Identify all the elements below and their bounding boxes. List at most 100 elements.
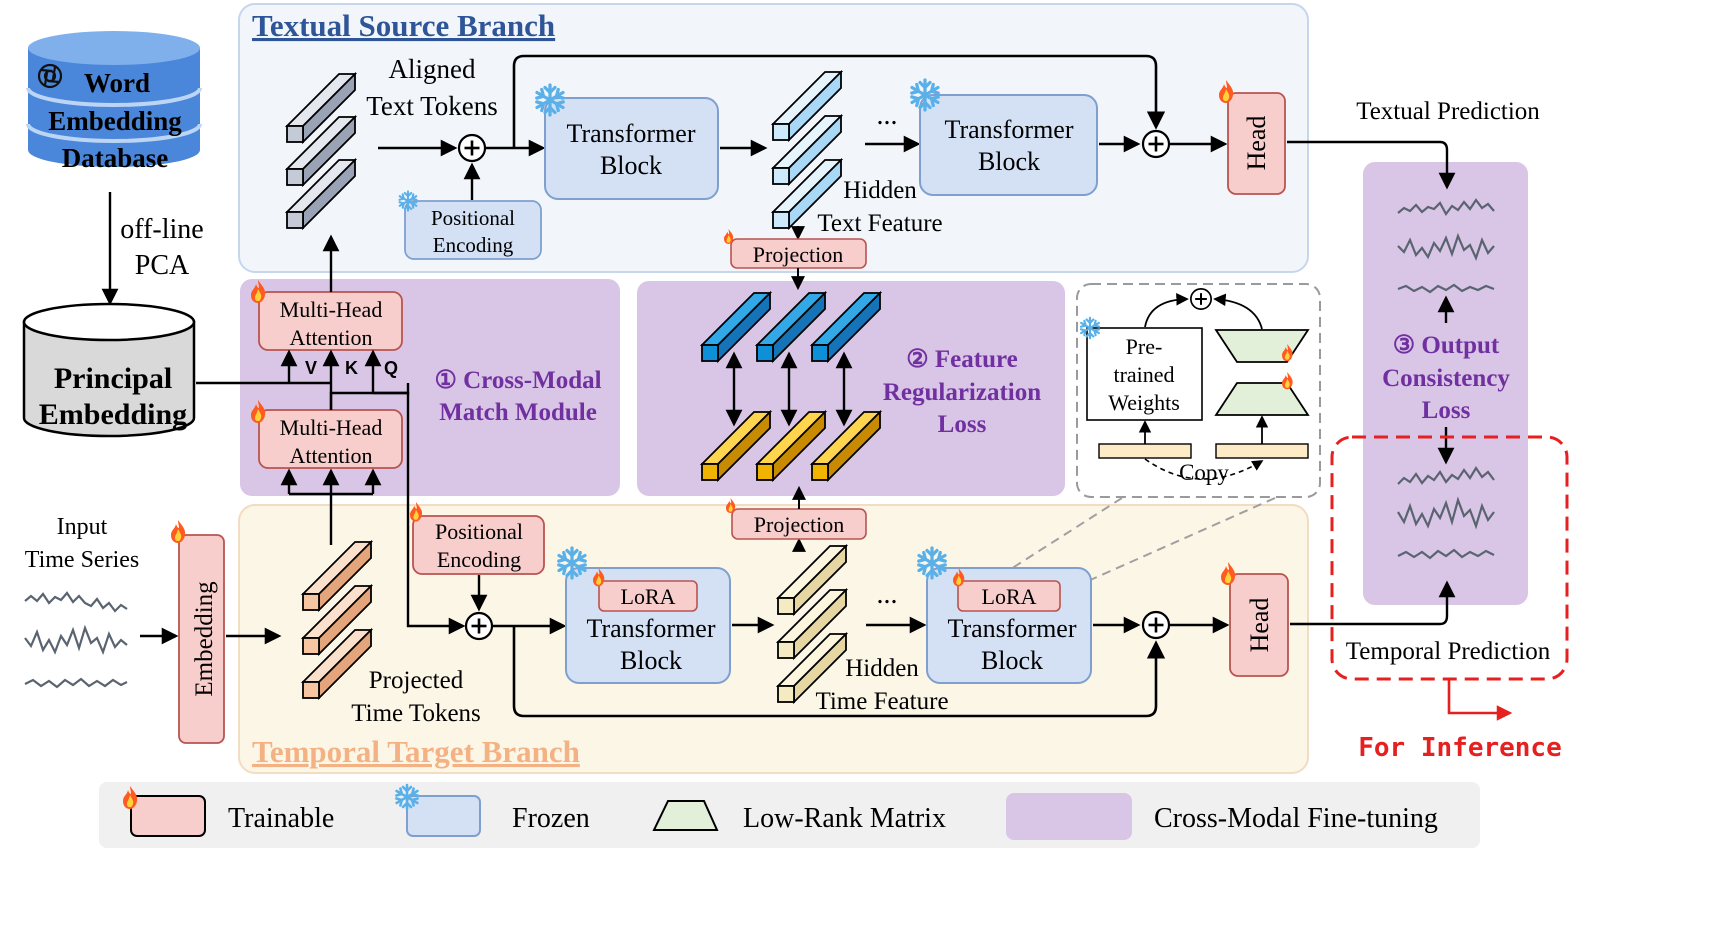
series-line <box>24 677 128 689</box>
temporal-prediction-series <box>1397 465 1495 560</box>
mha-bottom-line2: Attention <box>289 443 372 468</box>
time-residual-skip <box>512 626 1166 718</box>
lora-badge-1-label: LoRA <box>621 584 676 609</box>
legend-low-rank-label: Low-Rank Matrix <box>743 803 946 834</box>
token-bar <box>284 71 358 145</box>
lora-badge-1 <box>598 580 698 612</box>
mha-top-line2: Attention <box>289 325 372 350</box>
database-line1: Word <box>84 68 150 98</box>
flame-icon <box>171 520 186 543</box>
legend-frozen-swatch <box>406 795 481 837</box>
openai-logo-icon <box>37 63 63 89</box>
temporal-branch-title: Temporal Target Branch <box>252 734 580 769</box>
textual-prediction-series <box>1397 198 1495 294</box>
series-line <box>1397 232 1495 261</box>
token-bar <box>284 114 358 188</box>
feature-reg-line1: ② Feature <box>906 346 1018 373</box>
inference-label: For Inference <box>1358 733 1562 763</box>
time-pos-enc-line2: Encoding <box>437 547 521 572</box>
token-bar <box>770 157 844 231</box>
time-head-label: Head <box>1245 598 1274 653</box>
query-label: Q <box>384 358 398 378</box>
text-head-label: Head <box>1242 116 1271 171</box>
lora-badge-2-label: LoRA <box>982 584 1037 609</box>
database-line2: Embedding <box>48 106 182 136</box>
token-bar <box>770 113 844 187</box>
text-positional-encoding-box <box>404 200 542 260</box>
output-consistency-line3: Loss <box>1422 397 1471 424</box>
token-bar <box>284 157 358 231</box>
projected-tokens-line1: Projected <box>369 667 464 694</box>
hidden-text-line1: Hidden <box>843 177 917 204</box>
key-label: K <box>345 358 358 378</box>
series-line <box>1397 198 1495 217</box>
time-block1-line2: Block <box>620 646 682 675</box>
token-bar <box>775 543 849 617</box>
time-block2-line1: Transformer <box>947 614 1076 643</box>
pretrained-weights-box <box>1086 327 1203 421</box>
token-bar <box>775 631 849 705</box>
temporal-prediction-label: Temporal Prediction <box>1346 638 1551 665</box>
token-bar <box>775 587 849 661</box>
value-label: V <box>305 358 317 378</box>
token-bar <box>770 69 844 143</box>
token-bar <box>699 409 773 483</box>
zoom-line <box>1087 497 1276 582</box>
text-head-to-prediction-arrow <box>1287 140 1456 190</box>
pretrained-to-add-arrow <box>1144 292 1189 328</box>
principal-line2: Embedding <box>39 398 187 431</box>
time-head-box <box>1229 573 1289 677</box>
text-block2-line2: Block <box>978 147 1040 176</box>
pretrained-line3: Weights <box>1108 390 1180 415</box>
lora-input-bar-right <box>1215 443 1309 459</box>
legend-low-rank-swatch <box>652 800 719 831</box>
output-consistency-panel <box>1363 162 1528 605</box>
output-consistency-line2: Consistency <box>1382 365 1510 392</box>
feature-reg-line2: Regularization <box>883 379 1041 406</box>
time-block1-line1: Transformer <box>586 614 715 643</box>
lowrank-to-add-arrow <box>1213 293 1263 330</box>
copy-arrow <box>1144 458 1264 480</box>
series-line <box>1397 465 1495 485</box>
mha-top-line1: Multi-Head <box>280 297 383 322</box>
input-series-line2: Time Series <box>25 547 139 573</box>
series-line <box>1397 283 1495 294</box>
copy-label: Copy <box>1179 460 1229 485</box>
input-series-line1: Input <box>57 514 108 540</box>
token-bar <box>809 290 883 364</box>
embedding-box <box>178 534 225 744</box>
projected-tokens-line2: Time Tokens <box>351 700 481 727</box>
text-pos-enc-line1: Positional <box>431 206 515 230</box>
token-bar <box>754 409 828 483</box>
text-add-1-icon <box>457 133 487 163</box>
token-bar <box>300 539 374 613</box>
feature-reg-line3: Loss <box>938 411 987 438</box>
mha-bottom-line1: Multi-Head <box>280 415 383 440</box>
pca-line1: off-line <box>120 214 203 245</box>
text-add-2-icon <box>1141 129 1171 159</box>
pca-line2: PCA <box>135 250 190 281</box>
inference-arrow <box>1447 680 1513 721</box>
time-add-1-icon <box>464 611 494 641</box>
regularized-text-features <box>699 290 883 364</box>
legend-trainable-label: Trainable <box>228 803 334 834</box>
aligned-tokens-line1: Aligned <box>389 54 476 84</box>
textual-prediction-label: Textual Prediction <box>1356 98 1540 125</box>
lora-input-bar-left <box>1098 443 1192 459</box>
embedding-label: Embedding <box>191 581 218 697</box>
principal-embedding: Principal Embedding <box>22 302 196 438</box>
input-time-series <box>24 591 128 689</box>
series-line <box>24 591 128 613</box>
token-bar <box>699 290 773 364</box>
hidden-text-line2: Text Feature <box>817 210 942 237</box>
bottom-mha-to-q-line <box>329 383 410 410</box>
token-bar <box>300 583 374 657</box>
regularized-time-features <box>699 409 883 483</box>
word-embedding-database: Word Embedding Database <box>26 31 202 173</box>
legend-cross-modal-label: Cross-Modal Fine-tuning <box>1154 803 1438 834</box>
temporal-branch-panel <box>238 504 1309 774</box>
text-pos-enc-line2: Encoding <box>433 233 514 257</box>
database-line3: Database <box>62 143 169 173</box>
